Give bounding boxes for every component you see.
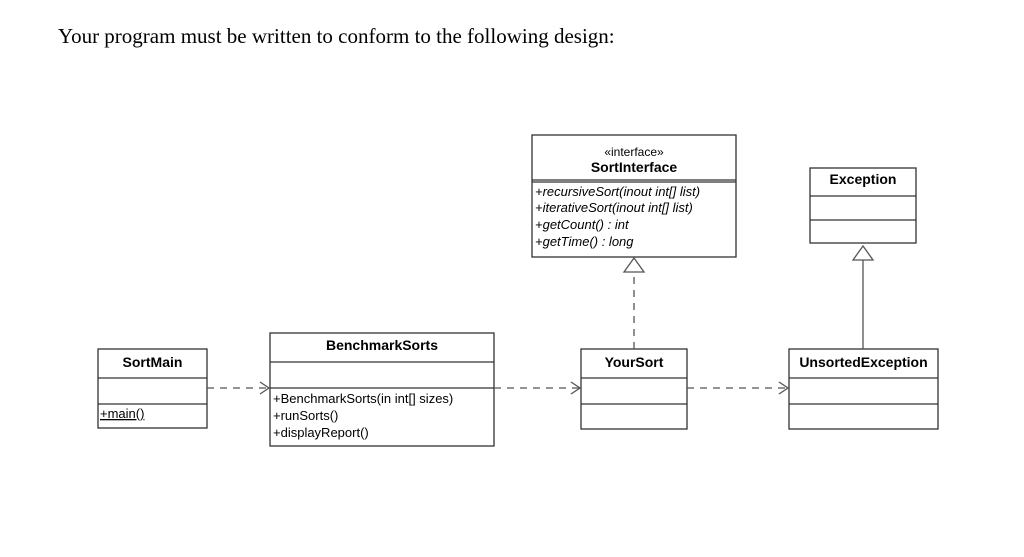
method-get-time: +getTime() : long: [535, 234, 634, 249]
class-exception: Exception: [809, 167, 917, 244]
class-name: SortInterface: [591, 159, 678, 175]
class-name: SortMain: [123, 354, 183, 370]
class-benchmarksorts: BenchmarkSorts +BenchmarkSorts(in int[] …: [269, 332, 495, 447]
class-name: BenchmarkSorts: [326, 337, 438, 353]
method-benchmarksorts-constructor: +BenchmarkSorts(in int[] sizes): [273, 391, 453, 406]
method-run-sorts: +runSorts(): [273, 408, 338, 423]
method-display-report: +displayReport(): [273, 425, 369, 440]
method-recursive-sort: +recursiveSort(inout int[] list): [535, 184, 700, 199]
class-sortinterface: «interface» SortInterface +recursiveSort…: [531, 134, 737, 258]
method-iterative-sort: +iterativeSort(inout int[] list): [535, 200, 693, 215]
class-sortmain: SortMain +main(): [97, 348, 208, 429]
dependency-sortmain-benchmarksorts: [207, 381, 271, 395]
class-name: UnsortedException: [799, 354, 927, 370]
class-yoursort: YourSort: [580, 348, 688, 430]
method-get-count: +getCount() : int: [535, 217, 630, 232]
generalization-unsortedexception-exception: [851, 244, 875, 349]
realization-yoursort-sortinterface: [622, 256, 646, 349]
class-stereotype: «interface»: [604, 145, 664, 159]
page-heading: Your program must be written to conform …: [58, 24, 615, 48]
method-main: +main(): [100, 406, 144, 421]
dependency-yoursort-unsortedexception: [687, 381, 790, 395]
dependency-benchmarksorts-yoursort: [494, 381, 582, 395]
class-name: Exception: [830, 171, 897, 187]
class-name: YourSort: [605, 354, 664, 370]
class-unsortedexception: UnsortedException: [788, 348, 939, 430]
